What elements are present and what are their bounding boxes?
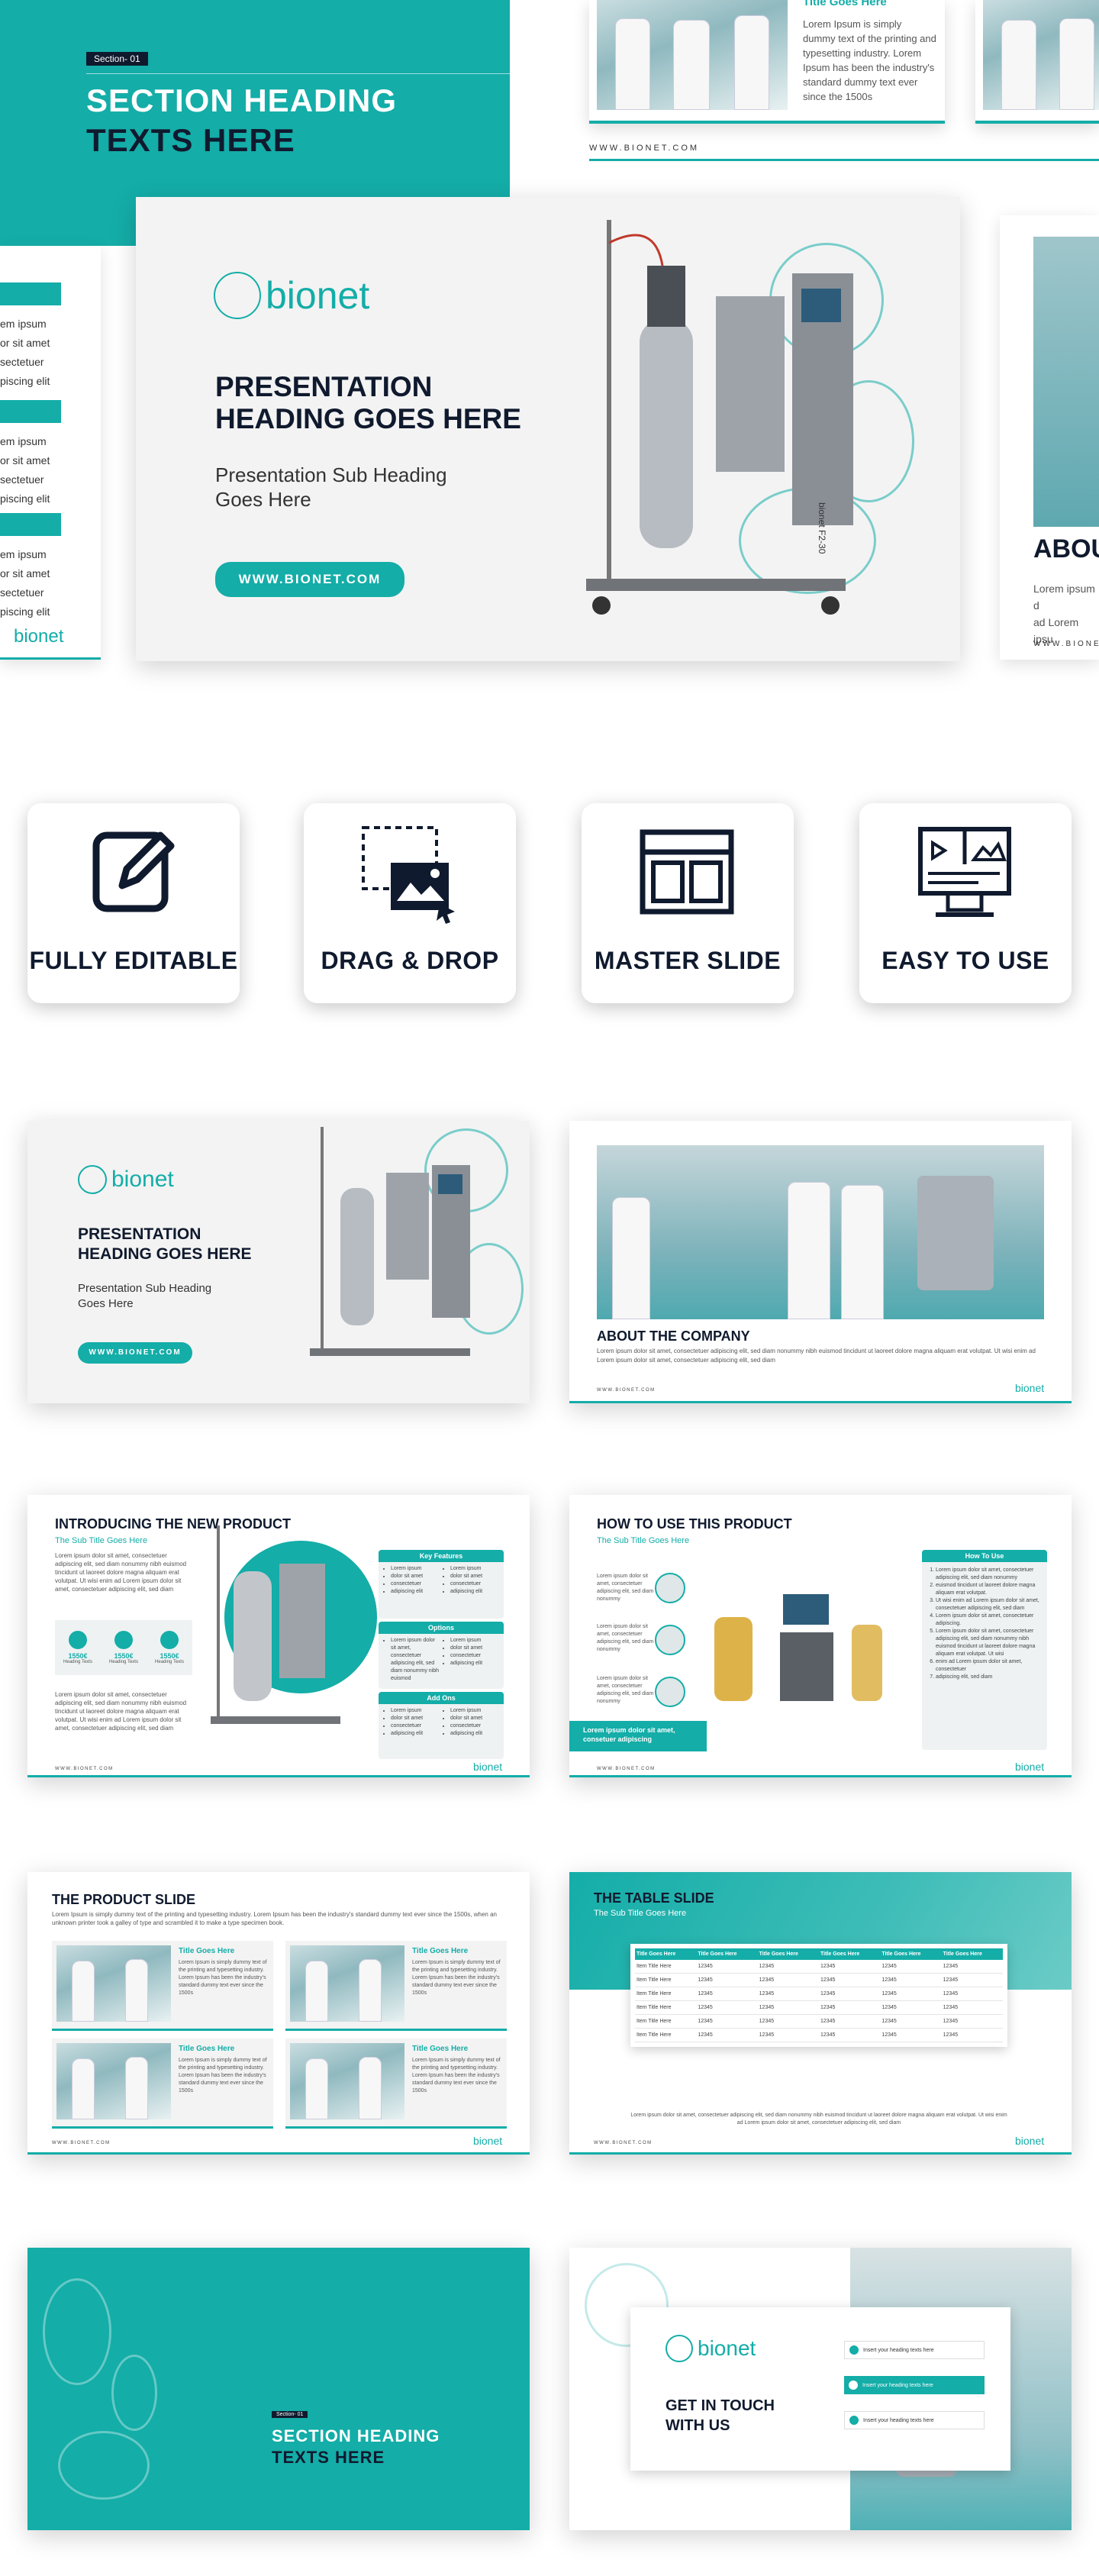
contact-item[interactable]: Insert your heading texts here — [844, 2341, 985, 2359]
options-box: Options Lorem ipsum dolor sit amet, cons… — [379, 1622, 504, 1689]
section-slide-heading-2: TEXTS HERE — [272, 2448, 385, 2467]
top-website: WWW.BIONET.COM — [589, 144, 700, 153]
table-footer: Lorem ipsum dolor sit amet, consectetuer… — [630, 2113, 1007, 2126]
hero-website-button[interactable]: WWW.BIONET.COM — [215, 562, 404, 597]
left-strip-logo: bionet — [14, 626, 64, 647]
contact-item[interactable]: Insert your heading texts here — [844, 2411, 985, 2429]
right-strip-slide: ABOU Lorem ipsum dad Lorem ipsu WWW.BION… — [1000, 215, 1099, 660]
stat-icon — [160, 1631, 179, 1649]
about-website: WWW.BIONET.COM — [597, 1388, 656, 1393]
slide-about: ABOUT THE COMPANY Lorem ipsum dolor sit … — [569, 1121, 1072, 1403]
slide-table: THE TABLE SLIDE The Sub Title Goes Here … — [569, 1872, 1072, 2155]
table-heading: THE TABLE SLIDE — [594, 1890, 714, 1906]
about-partial-heading: ABOU — [1033, 534, 1099, 563]
monitor-icon — [918, 827, 1011, 917]
product-card: Title Goes Here Lorem Ipsum is simply du… — [285, 1941, 507, 2031]
edit-icon — [92, 831, 175, 912]
howto-heading: HOW TO USE THIS PRODUCT — [597, 1516, 792, 1532]
top-product-card: Title Goes Here Lorem Ipsum is simply du… — [589, 0, 945, 124]
section-rule — [86, 73, 510, 74]
feature-fully-editable: FULLY EDITABLE — [27, 803, 240, 1003]
bioreactor-illustration — [586, 220, 853, 615]
card-body: Lorem Ipsum is simply dummy text of the … — [803, 18, 936, 102]
bionet-logo-icon — [78, 1165, 107, 1194]
slide-introducing: INTRODUCING THE NEW PRODUCT The Sub Titl… — [27, 1495, 530, 1777]
section-slide-heading-1: SECTION HEADING — [272, 2426, 440, 2445]
intro-stats: 1550€ Heading Texts 1550€ Heading Texts … — [55, 1620, 192, 1675]
product-heading: THE PRODUCT SLIDE — [52, 1892, 196, 1907]
lab-photo — [597, 0, 788, 110]
product-card: Title Goes Here Lorem Ipsum is simply du… — [52, 2039, 273, 2129]
intro-subtitle: The Sub Title Goes Here — [55, 1536, 148, 1545]
stat-icon — [68, 1631, 87, 1649]
howto-callout-1: Lorem ipsum dolor sit amet, consectetuer… — [597, 1574, 654, 1602]
globe-icon — [849, 2416, 859, 2425]
section-heading-line1: SECTION HEADING — [86, 82, 398, 118]
bioreactor-illustration — [714, 1594, 882, 1701]
feature-drag-drop: DRAG & DROP — [304, 803, 516, 1003]
intro-body: Lorem ipsum dolor sit amet, consectetuer… — [55, 1552, 187, 1593]
slide-howto: HOW TO USE THIS PRODUCT The Sub Title Go… — [569, 1495, 1072, 1777]
table-subtitle: The Sub Title Goes Here — [594, 1909, 687, 1918]
product-card: Title Goes Here Lorem Ipsum is simply du… — [285, 2039, 507, 2129]
bioreactor-illustration — [310, 1127, 470, 1356]
how-to-use-box: How To Use Lorem ipsum dolor sit amet, c… — [922, 1550, 1047, 1750]
feature-master-slide: MASTER SLIDE — [582, 803, 794, 1003]
section-heading-line2: TEXTS HERE — [86, 122, 295, 158]
contact-item[interactable]: Insert your heading texts here — [844, 2376, 985, 2394]
phone-icon — [849, 2381, 858, 2390]
product-card: Title Goes Here Lorem Ipsum is simply du… — [52, 1941, 273, 2031]
section-slide-tag: Section- 01 — [272, 2411, 308, 2418]
howto-subtitle: The Sub Title Goes Here — [597, 1536, 690, 1545]
about-logo: bionet — [1015, 1382, 1045, 1394]
slide-section: Section- 01 SECTION HEADING TEXTS HERE — [27, 2248, 530, 2530]
intro-body2: Lorem ipsum dolor sit amet, consectetuer… — [55, 1691, 187, 1732]
location-icon — [849, 2345, 859, 2355]
intro-heading: INTRODUCING THE NEW PRODUCT — [55, 1516, 291, 1532]
about-body: Lorem ipsum dolor sit amet, consectetuer… — [597, 1348, 1036, 1364]
contact-logo: bionet — [666, 2335, 756, 2362]
hero-logo: bionet — [214, 272, 369, 319]
howto-banner: Lorem ipsum dolor sit amet, consetuer ad… — [569, 1721, 707, 1751]
layout-icon — [640, 829, 734, 915]
bionet-logo-icon — [666, 2335, 693, 2362]
slide-title-button[interactable]: WWW.BIONET.COM — [78, 1342, 192, 1364]
bioreactor-illustration — [211, 1525, 340, 1724]
howto-callout-2: Lorem ipsum dolor sit amet, consectetuer… — [597, 1624, 654, 1652]
slide-title-logo: bionet — [78, 1165, 174, 1194]
about-photo — [597, 1145, 1044, 1319]
bionet-logo-icon — [214, 272, 261, 319]
product-intro: Lorem Ipsum is simply dummy text of the … — [52, 1911, 497, 1926]
top-card-partial — [975, 0, 1099, 124]
feature-easy-to-use: EASY TO USE — [859, 803, 1072, 1003]
about-heading: ABOUT THE COMPANY — [597, 1328, 750, 1344]
drag-drop-icon — [362, 826, 455, 924]
section-tag: Section- 01 — [86, 52, 148, 66]
howto-callout-3: Lorem ipsum dolor sit amet, consectetuer… — [597, 1676, 654, 1704]
machine-label: bionet F2-30 — [817, 502, 827, 554]
slide-product: THE PRODUCT SLIDE Lorem Ipsum is simply … — [27, 1872, 530, 2155]
card-title: Title Goes Here — [803, 0, 887, 8]
stat-icon — [114, 1631, 133, 1649]
